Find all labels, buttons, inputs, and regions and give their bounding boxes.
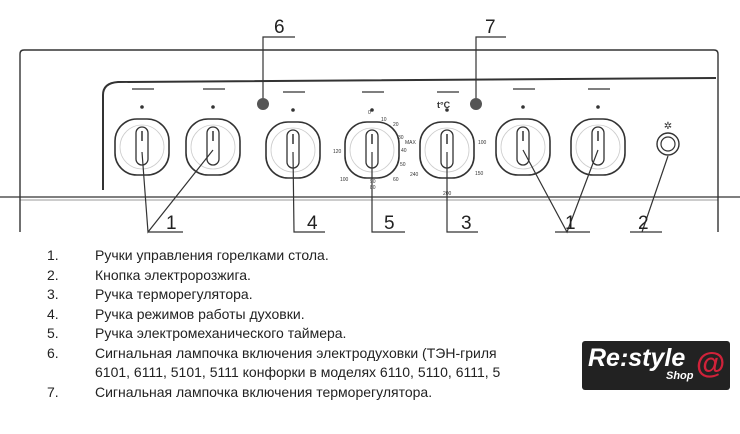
legend-text: Кнопка электророзжига. <box>95 266 251 283</box>
legend-text: Сигнальная лампочка включения терморегул… <box>95 383 433 400</box>
burner-knob[interactable] <box>114 88 170 176</box>
svg-text:60: 60 <box>393 177 399 183</box>
oven-mode-knob[interactable] <box>265 91 321 179</box>
legend-text: Ручка электромеханического таймера. <box>95 325 347 341</box>
svg-text:200: 200 <box>443 191 452 197</box>
callout-6: 6 <box>274 17 285 38</box>
oven-signal-lamp <box>257 98 269 110</box>
restyle-shop-logo: Re:style Shop @ <box>582 341 730 390</box>
legend-number: 6. <box>47 344 59 361</box>
callout-5: 5 <box>384 213 395 234</box>
panel-recess <box>102 77 717 190</box>
svg-text:150: 150 <box>475 171 484 177</box>
svg-text:90: 90 <box>370 179 376 185</box>
legend-text: Ручки управления горелками стола. <box>95 247 329 263</box>
legend-text: 6101, 6111, 5101, 5111 конфорки в моделя… <box>95 364 501 380</box>
ignition-button[interactable]: ✲ <box>656 121 680 156</box>
thermostat-symbol: t°C <box>437 100 451 110</box>
svg-text:MAX: MAX <box>405 140 417 146</box>
timer-scale: 0 10 20 30 40 50 60 80 90 100 120 <box>333 110 407 191</box>
callout-1-right: 1 <box>565 213 576 234</box>
svg-text:0: 0 <box>368 110 371 116</box>
control-panel-drawing: ✲ 6 7 1 4 5 3 1 2 0 10 20 30 40 50 60 80… <box>0 17 740 234</box>
burner-knob[interactable] <box>495 88 551 176</box>
svg-text:80: 80 <box>370 185 376 191</box>
callout-4: 4 <box>307 213 318 234</box>
svg-text:120: 120 <box>333 149 342 155</box>
svg-text:20: 20 <box>393 122 399 128</box>
burner-knob[interactable] <box>185 88 241 176</box>
svg-text:30: 30 <box>398 135 404 141</box>
svg-text:240: 240 <box>410 172 419 178</box>
legend-number: 3. <box>47 286 59 302</box>
svg-text:100: 100 <box>340 177 349 183</box>
legend-number: 1. <box>47 247 59 263</box>
burner-knob[interactable] <box>570 88 626 176</box>
legend-text: Ручка терморегулятора. <box>95 286 253 302</box>
legend-number: 4. <box>47 305 59 322</box>
spark-icon: ✲ <box>664 121 672 132</box>
svg-text:50: 50 <box>400 162 406 168</box>
panel-outline <box>19 49 719 232</box>
thermostat-scale: MAX 100 150 200 240 t°C <box>405 100 487 197</box>
legend-number: 2. <box>47 266 59 283</box>
legend-number: 7. <box>47 383 59 400</box>
legend-text: Ручка режимов работы духовки. <box>95 305 305 322</box>
legend-text: Сигнальная лампочка включения электродух… <box>95 344 497 361</box>
svg-text:10: 10 <box>381 117 387 123</box>
thermostat-signal-lamp <box>470 98 482 110</box>
callout-1-left: 1 <box>166 213 177 234</box>
svg-text:40: 40 <box>401 148 407 154</box>
callout-7: 7 <box>485 17 496 38</box>
callout-3: 3 <box>461 213 472 234</box>
callout-2: 2 <box>638 213 649 234</box>
svg-text:100: 100 <box>478 140 487 146</box>
legend-number: 5. <box>47 325 59 341</box>
